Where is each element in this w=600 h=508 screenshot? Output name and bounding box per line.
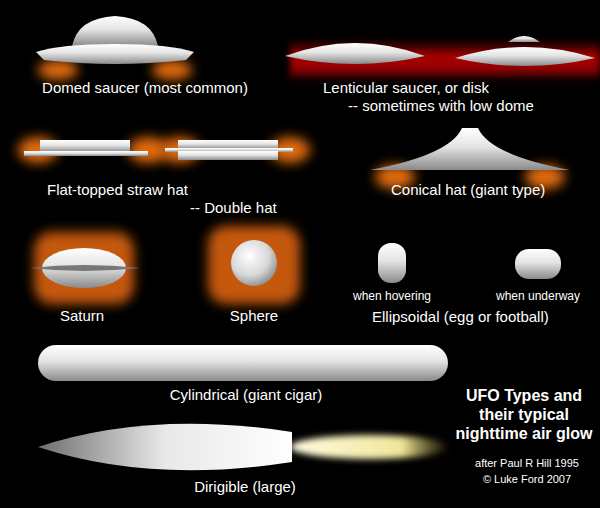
straw-hat — [18, 137, 310, 163]
shape-label: Cylindrical (giant cigar) — [170, 386, 323, 404]
credit-note: after Paul R Hill 1995 — [475, 456, 579, 470]
domed-saucer — [36, 16, 194, 80]
conical-hat — [370, 128, 570, 189]
copyright-note: © Luke Ford 2007 — [483, 472, 571, 486]
sphere-ufo — [208, 226, 300, 304]
shape-note: -- sometimes with low dome — [348, 97, 534, 115]
shape-label: Domed saucer (most common) — [42, 79, 248, 97]
shape-label: Saturn — [60, 307, 104, 325]
diagram-title: UFO Types and their typical nighttime ai… — [449, 386, 599, 443]
shape-label: Ellipsoidal (egg or football) — [372, 308, 549, 326]
shape-label: Conical hat (giant type) — [391, 181, 545, 199]
shape-label: Flat-topped straw hat — [47, 181, 188, 199]
cigar-ufo — [38, 345, 448, 381]
shape-note: -- Double hat — [190, 199, 277, 217]
dirigible-ufo — [38, 424, 450, 470]
shape-label: Lenticular saucer, or disk — [323, 79, 489, 97]
ellipsoid-ufo — [378, 243, 561, 283]
lenticular-saucer — [285, 36, 600, 82]
shape-label: Sphere — [230, 307, 278, 325]
shape-label: Dirigible (large) — [194, 478, 296, 496]
state-label: when underway — [496, 289, 580, 304]
saturn-ufo — [30, 232, 140, 304]
state-label: when hovering — [353, 289, 431, 304]
